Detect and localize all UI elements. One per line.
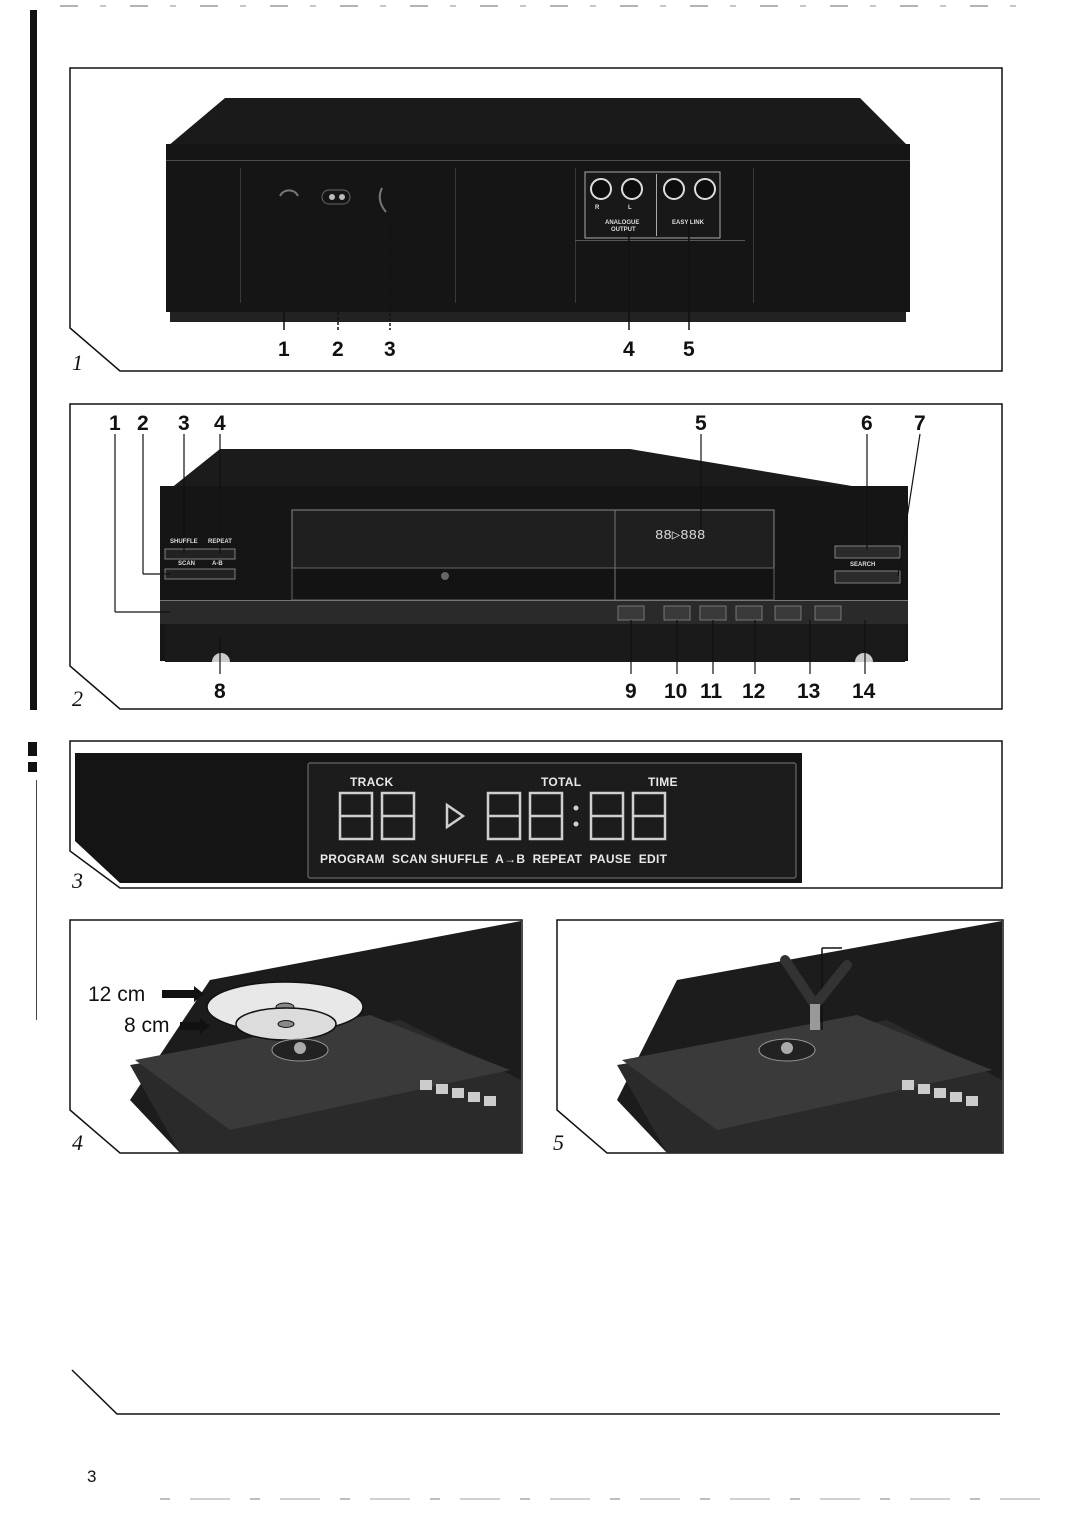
figure-number: 1 xyxy=(72,350,83,375)
empty-frame-drawing xyxy=(71,1369,1000,1415)
figure-2-front-panel: 88▷888 SHU xyxy=(69,403,1003,711)
callout-8: 8 xyxy=(214,680,226,703)
callout-4: 4 xyxy=(214,412,226,435)
callout-10: 10 xyxy=(664,680,688,703)
disc-label-8cm: 8 cm xyxy=(124,1014,170,1037)
button-label-repeat: REPEAT xyxy=(208,539,232,545)
callout-4: 4 xyxy=(623,338,635,361)
callout-6: 6 xyxy=(861,412,873,435)
callout-7: 7 xyxy=(914,412,926,435)
callout-3: 3 xyxy=(384,338,396,361)
callout-5: 5 xyxy=(695,412,707,435)
figure-2-drawing: 88▷888 xyxy=(69,403,1003,710)
empty-frame-line xyxy=(71,1369,1002,1420)
disc-label-12cm: 12 cm xyxy=(88,983,146,1006)
button-label-shuffle: SHUFFLE xyxy=(170,539,198,545)
figure-4-drawing xyxy=(69,919,523,1154)
display-indicators: PROGRAM SCAN SHUFFLE A→B REPEAT PAUSE ED… xyxy=(320,852,668,866)
callout-12: 12 xyxy=(742,680,766,703)
jack-label-l: L xyxy=(628,205,632,211)
svg-text:88▷888: 88▷888 xyxy=(655,528,705,544)
figure-4-disc-loading: 12 cm 8 cm 4 xyxy=(69,919,523,1155)
callout-13: 13 xyxy=(797,680,821,703)
jack-label-easy-link: EASY LINK xyxy=(672,220,704,226)
seven-segment-digits xyxy=(338,791,667,841)
binding-edge-bar xyxy=(30,10,37,710)
jack-label-analogue: ANALOGUE xyxy=(605,220,640,226)
callout-3: 3 xyxy=(178,412,190,435)
figure-number: 5 xyxy=(553,1130,564,1155)
display-label-total: TOTAL xyxy=(541,775,582,789)
button-label-ab: A-B xyxy=(212,561,223,567)
display-label-track: TRACK xyxy=(350,775,394,789)
callout-2: 2 xyxy=(332,338,344,361)
figure-1-drawing xyxy=(69,67,1003,372)
figure-3-display: TRACK TOTAL TIME PROGRAM SCAN SHUFFLE A→… xyxy=(69,740,1003,893)
page-number: 3 xyxy=(87,1467,97,1486)
callout-9: 9 xyxy=(625,680,637,703)
binding-edge-mark xyxy=(28,742,37,756)
clamp-tool-icon xyxy=(780,955,852,1030)
callout-11: 11 xyxy=(700,680,723,703)
binding-edge-mark xyxy=(28,762,37,772)
figure-3-drawing xyxy=(69,740,1003,889)
jack-label-output: OUTPUT xyxy=(611,227,636,233)
figure-5-drawing xyxy=(556,919,1004,1154)
jack-label-r: R xyxy=(595,205,600,211)
figure-5-disc-clamp: 5 xyxy=(553,919,1004,1155)
figure-number: 3 xyxy=(72,868,83,893)
scan-noise-bottom xyxy=(160,1498,1040,1500)
callout-5: 5 xyxy=(683,338,695,361)
callout-2: 2 xyxy=(137,412,149,435)
figure-number: 2 xyxy=(72,686,83,711)
callout-1: 1 xyxy=(109,412,121,435)
button-label-search: SEARCH xyxy=(850,562,876,568)
callout-14: 14 xyxy=(852,680,876,703)
figure-1-rear-panel: R L ANALOGUE OUTPUT EASY LINK 1 2 3 4 5 … xyxy=(69,67,1003,375)
binding-edge-line xyxy=(36,780,37,1020)
scan-noise-top xyxy=(60,5,1040,7)
display-label-time: TIME xyxy=(648,775,678,789)
figure-number: 4 xyxy=(72,1130,83,1155)
callout-1: 1 xyxy=(278,338,290,361)
button-label-scan: SCAN xyxy=(178,561,196,567)
